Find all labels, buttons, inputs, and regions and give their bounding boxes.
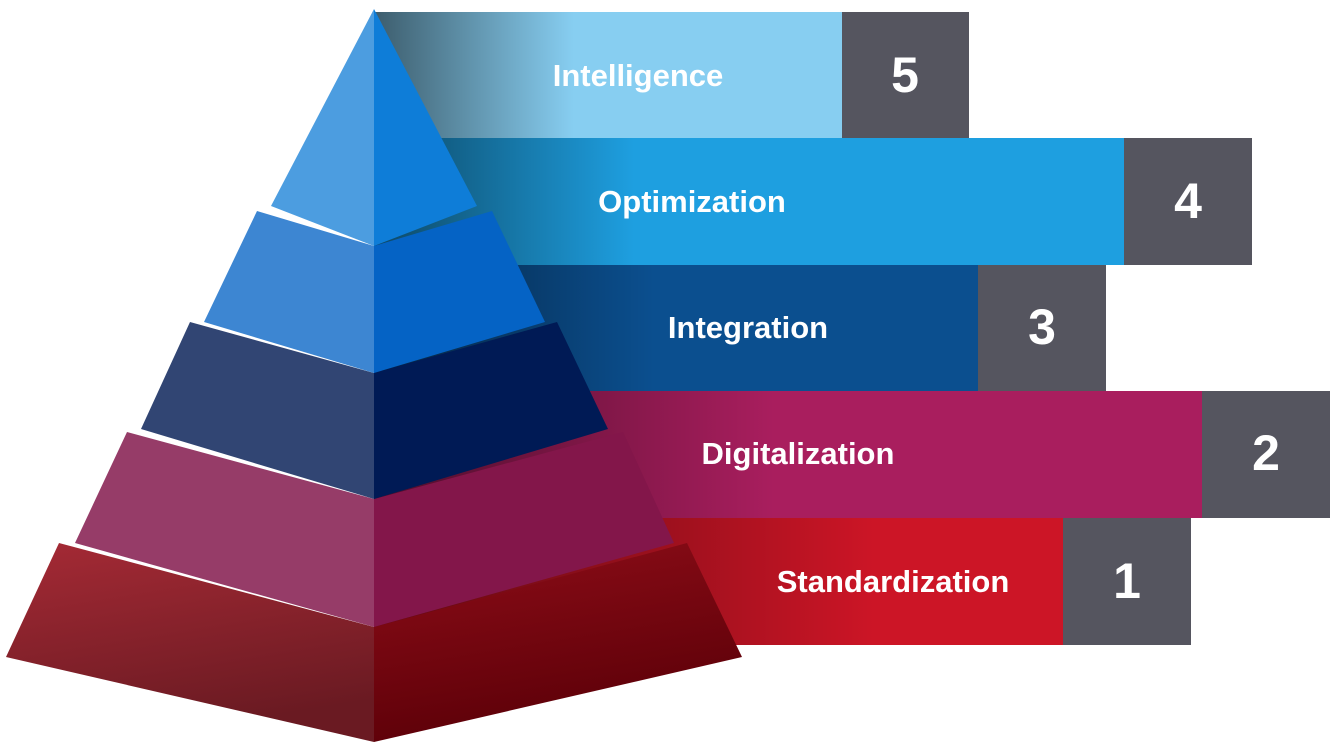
pyramid-layer-4 [204,211,545,373]
level-number: 5 [891,47,919,103]
level-label: Optimization [598,184,786,219]
level-number: 2 [1252,425,1280,481]
level-label: Intelligence [553,58,724,93]
level-label: Digitalization [702,436,895,471]
level-number: 1 [1113,553,1141,609]
number-box [1202,391,1330,518]
level-label: Standardization [777,564,1010,599]
pyramid-layer-5 [271,9,477,246]
number-box [1124,138,1252,265]
pyramid-layer-3 [141,322,608,499]
level-number: 3 [1028,299,1056,355]
number-box [842,12,969,138]
pyramid-layer-2 [75,432,674,627]
level-number: 4 [1174,173,1202,229]
number-box [978,265,1106,391]
banner-level-5: Intelligence 5 [374,12,969,138]
level-label: Integration [668,310,828,345]
number-box [1063,518,1191,645]
pyramid [6,9,742,742]
pyramid-layer-1 [6,543,742,742]
